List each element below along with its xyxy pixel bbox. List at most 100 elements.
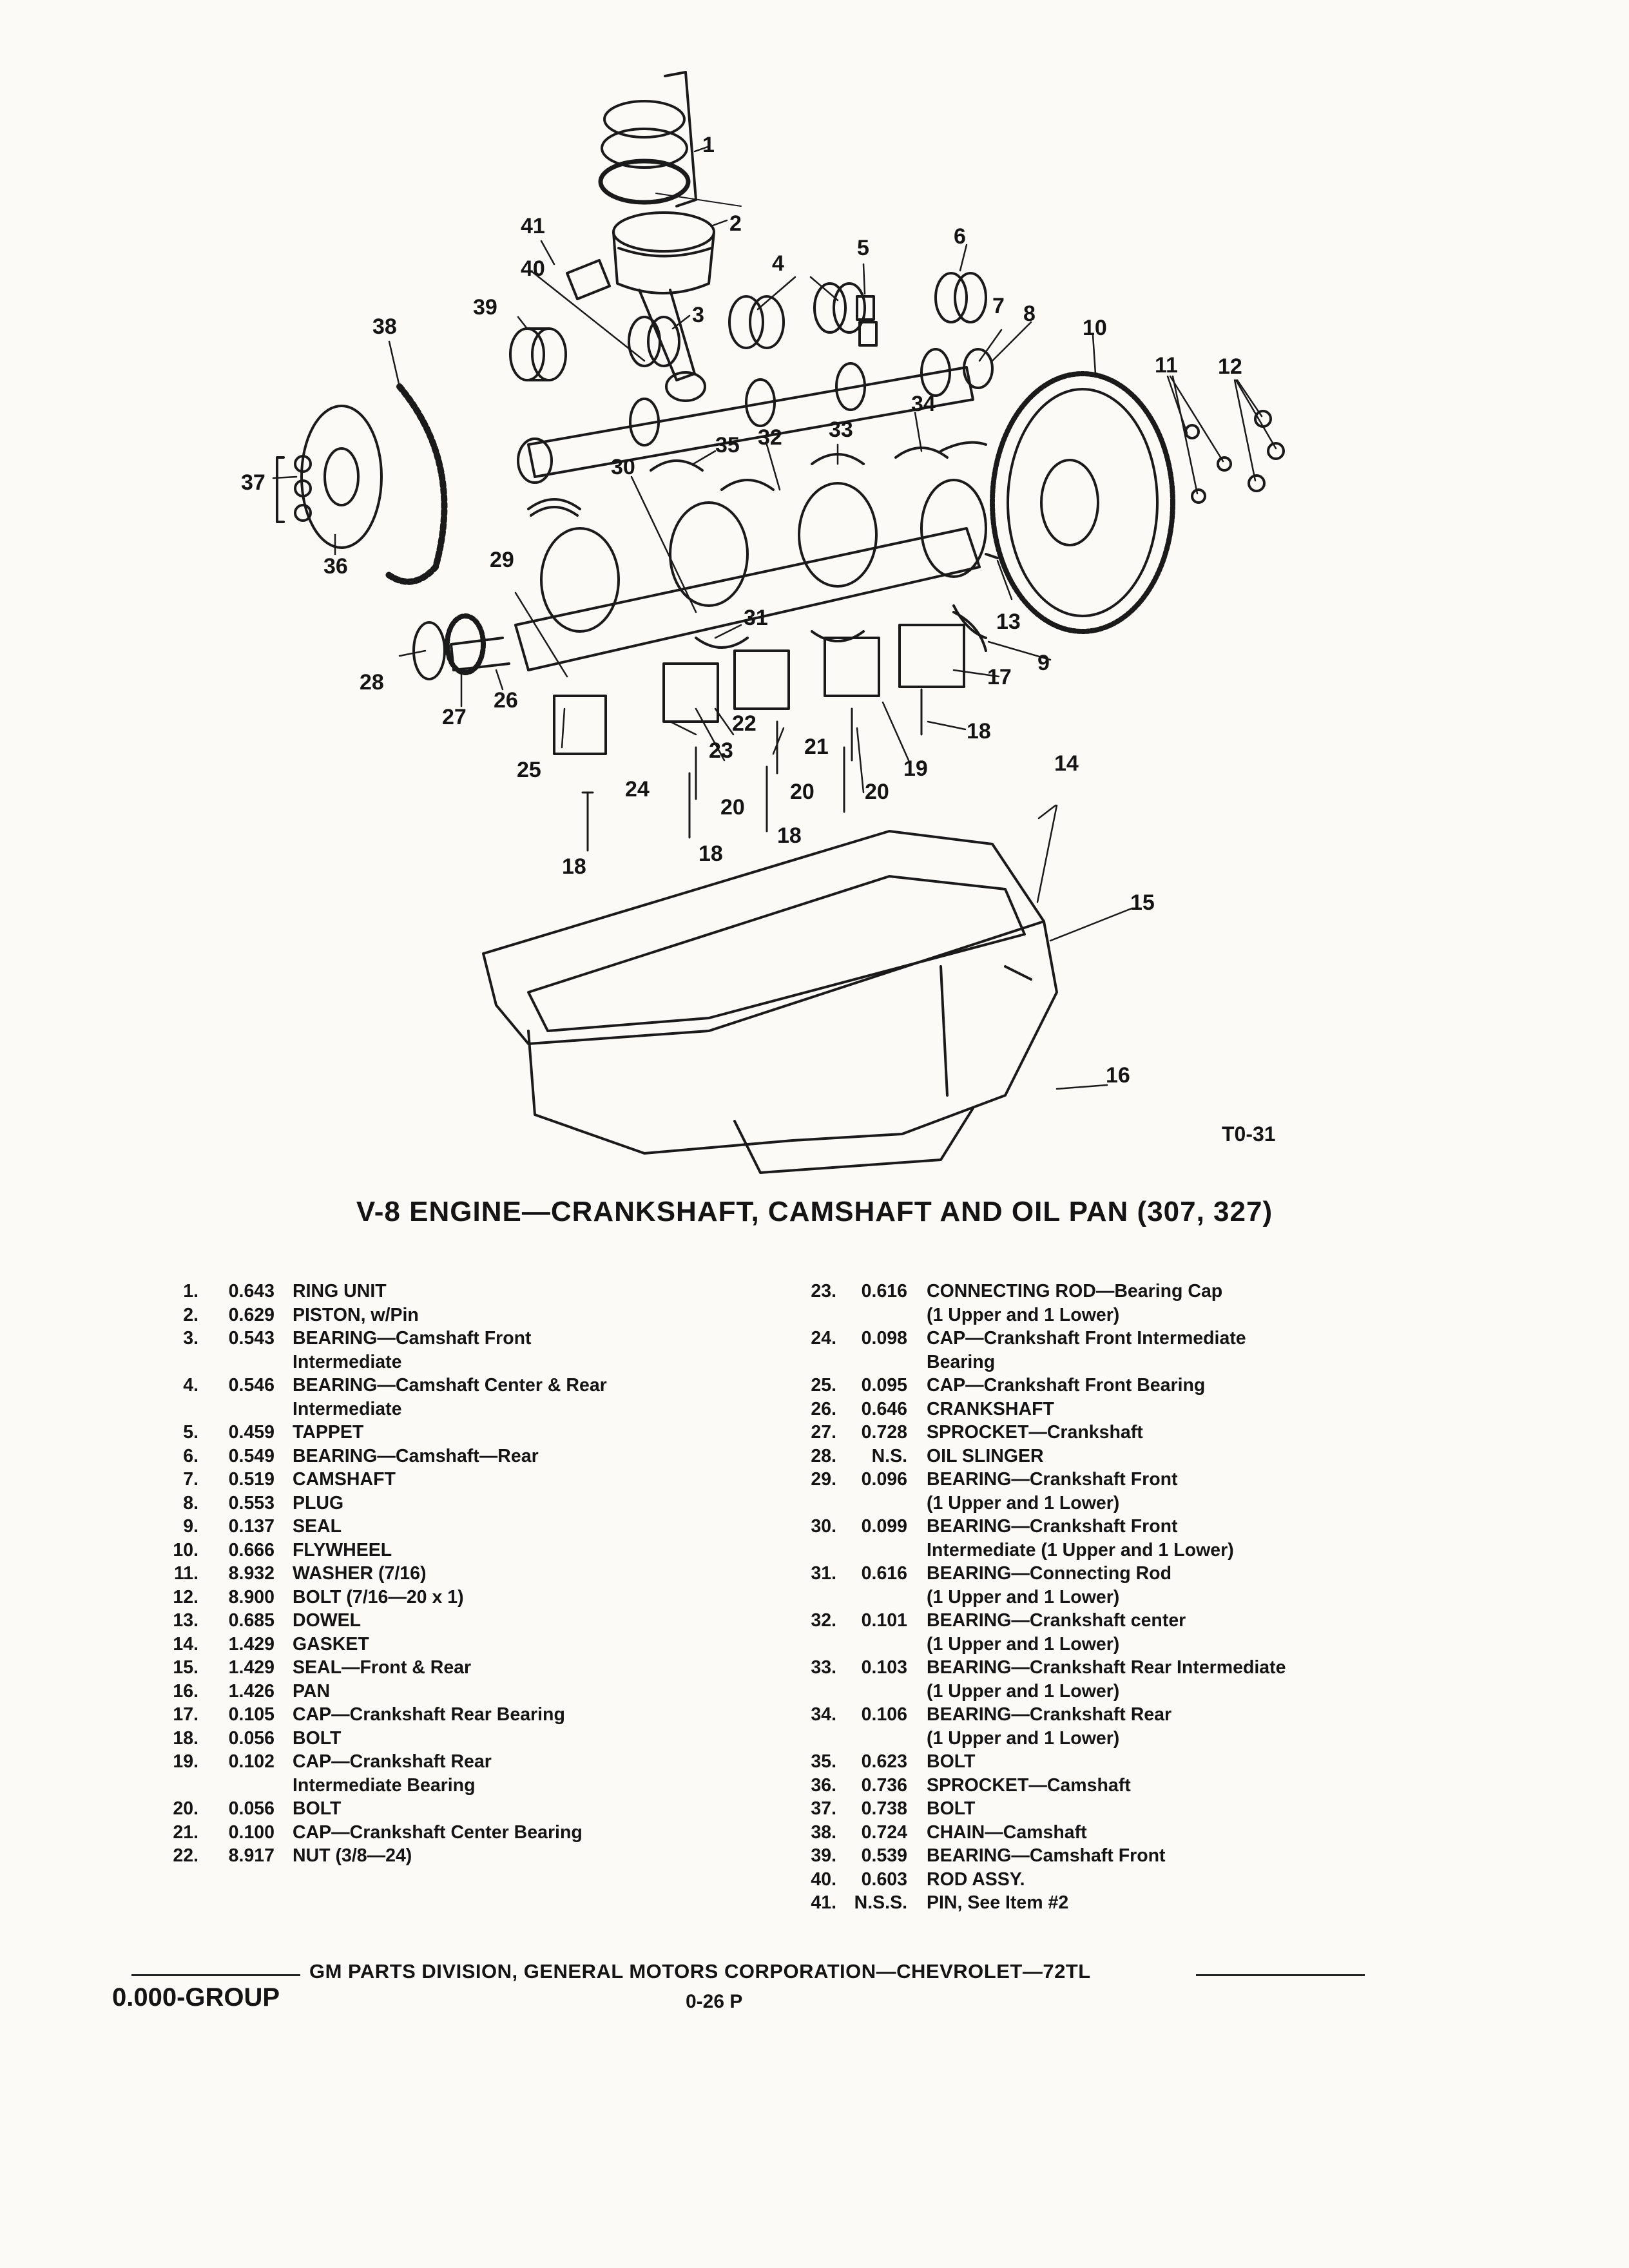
parts-list-item: 31. 0.616 BEARING—Connecting Rod (1 Upper … [793,1562,1373,1609]
part-description: BEARING—Camshaft—Rear [293,1445,539,1466]
callout-21: 21 [804,735,829,759]
callout-1: 1 [702,133,715,157]
callout-18: 18 [562,854,586,879]
part-description: BEARING—Crankshaft Rear (1 Upper and 1 L… [927,1704,1172,1749]
part-number: 13. [173,1610,198,1631]
callout-leaders [272,146,1277,1090]
callout-40: 40 [521,256,545,281]
callout-12: 12 [1218,354,1242,379]
callout-26: 26 [494,688,518,713]
part-number: 40. [811,1869,836,1890]
crank-sprocket-slinger-illustration [412,613,486,680]
callout-17: 17 [987,665,1012,689]
part-number: 31. [811,1563,836,1584]
callout-2: 2 [729,211,742,236]
part-description: SEAL—Front & Rear [293,1657,472,1678]
part-description: CAP—Crankshaft Front Intermediate Bearin… [927,1328,1246,1372]
part-description: BOLT (7/16—20 x 1) [293,1586,464,1608]
callout-16: 16 [1106,1063,1130,1088]
part-code: 0.459 [228,1422,275,1443]
callout-35: 35 [715,433,740,457]
part-code: 0.100 [228,1821,275,1843]
ring-unit-illustration [598,71,697,207]
parts-list-item: 41.N.S.S.PIN, See Item #2 [793,1891,1373,1915]
callout-20: 20 [865,780,889,804]
part-description: ROD ASSY. [927,1869,1025,1890]
callout-37: 37 [241,470,265,495]
part-description: BEARING—Connecting Rod (1 Upper and 1 Lo… [927,1563,1171,1608]
wrist-pin-illustration [566,259,611,300]
part-number: 2. [183,1304,198,1325]
callout-10: 10 [1083,316,1107,340]
callout-numbers: 1 2 3 4 5 6 7 8 9 10 11 12 13 14 15 16 1… [241,133,1242,1088]
part-description: SEAL [293,1516,342,1537]
part-code: 0.666 [228,1539,275,1561]
part-code: 0.106 [861,1704,907,1725]
parts-list-item: 28.N.S.OIL SLINGER [793,1445,1373,1468]
callout-41: 41 [521,214,545,238]
part-number: 4. [183,1375,198,1396]
callout-24: 24 [625,777,650,802]
callout-30: 30 [611,455,635,479]
callout-29: 29 [490,548,514,572]
callout-33: 33 [829,418,853,442]
callout-31: 31 [744,606,768,630]
page-title: V-8 ENGINE—CRANKSHAFT, CAMSHAFT AND OIL … [356,1196,1273,1227]
part-code: 0.629 [228,1304,275,1325]
part-number: 35. [811,1751,836,1772]
bearings-caps-illustration [527,447,987,755]
page-number: 0-26 P [686,1991,743,2012]
part-code: 0.738 [861,1798,907,1819]
part-code: 0.546 [228,1375,275,1396]
part-number: 21. [173,1821,198,1843]
part-number: 16. [173,1680,198,1702]
part-number: 37. [811,1798,836,1819]
part-number: 27. [811,1422,836,1443]
callout-11: 11 [1155,353,1178,378]
part-number: 39. [811,1845,836,1866]
part-code: 0.616 [861,1563,907,1584]
callout-4: 4 [772,251,784,276]
part-code: 8.932 [228,1563,275,1584]
part-description: CRANKSHAFT [927,1398,1054,1419]
part-number: 14. [173,1633,198,1655]
part-description: BEARING—Camshaft Front [927,1845,1166,1866]
part-code: 0.603 [861,1869,907,1890]
part-description: CONNECTING ROD—Bearing Cap (1 Upper and … [927,1281,1223,1325]
callout-34: 34 [911,392,936,416]
part-code: 0.685 [228,1610,275,1631]
callout-18: 18 [777,823,802,848]
callout-36: 36 [323,554,348,579]
part-number: 8. [183,1492,198,1514]
part-number: 19. [173,1751,198,1772]
part-number: 11. [173,1563,198,1584]
part-description: CAMSHAFT [293,1469,396,1490]
part-description: PLUG [293,1492,344,1514]
part-description: PIN, See Item #2 [927,1892,1069,1913]
part-number: 18. [173,1727,198,1749]
part-number: 7. [183,1469,198,1490]
callout-3: 3 [692,303,704,327]
callout-18: 18 [699,841,723,866]
main-bolts-illustration [581,688,923,852]
part-code: 0.056 [228,1727,275,1749]
part-code: 0.549 [228,1445,275,1466]
part-code: 0.724 [861,1821,907,1843]
callout-9: 9 [1037,651,1050,675]
